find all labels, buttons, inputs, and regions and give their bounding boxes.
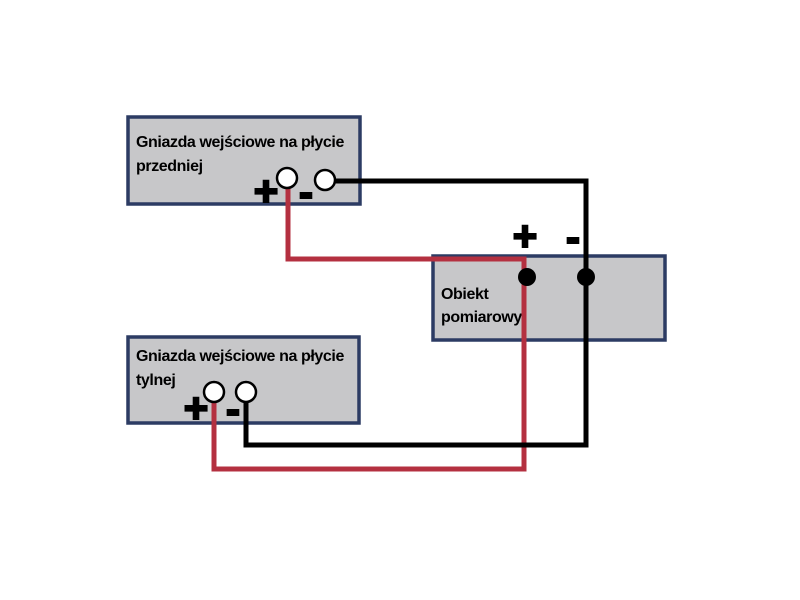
front-panel-group: Gniazda wejściowe na płycie przedniej	[126, 115, 362, 206]
front-panel-label-line2: przedniej	[136, 158, 203, 175]
rear-panel-group: Gniazda wejściowe na płycie tylnej	[126, 335, 361, 425]
front-positive-socket	[275, 166, 299, 190]
rear-panel-label-line1: Gniazda wejściowe na płycie	[136, 348, 344, 365]
front-panel-label-line1: Gniazda wejściowe na płycie	[136, 134, 344, 151]
measurement-object-box	[431, 254, 667, 342]
measurement-object-label-line1: Obiekt	[441, 286, 489, 303]
positive-red-wire	[211, 180, 527, 472]
measurement-minus-sign: -	[566, 214, 580, 261]
measurement-plus-sign: +	[513, 213, 538, 260]
front-plus-sign: +	[254, 168, 279, 215]
measurement-object-group: Obiekt pomiarowy	[431, 254, 667, 342]
front-panel-box	[126, 115, 362, 206]
rear-negative-socket	[234, 380, 258, 404]
front-minus-sign: -	[299, 169, 313, 216]
measurement-positive-terminal-dot	[518, 268, 536, 286]
measurement-negative-terminal-dot	[577, 268, 595, 286]
measurement-object-label-line2: pomiarowy	[441, 309, 522, 326]
rear-panel-label-line2: tylnej	[136, 372, 175, 389]
rear-positive-socket	[202, 380, 226, 404]
front-negative-socket	[313, 168, 337, 192]
negative-black-wire	[243, 178, 589, 448]
